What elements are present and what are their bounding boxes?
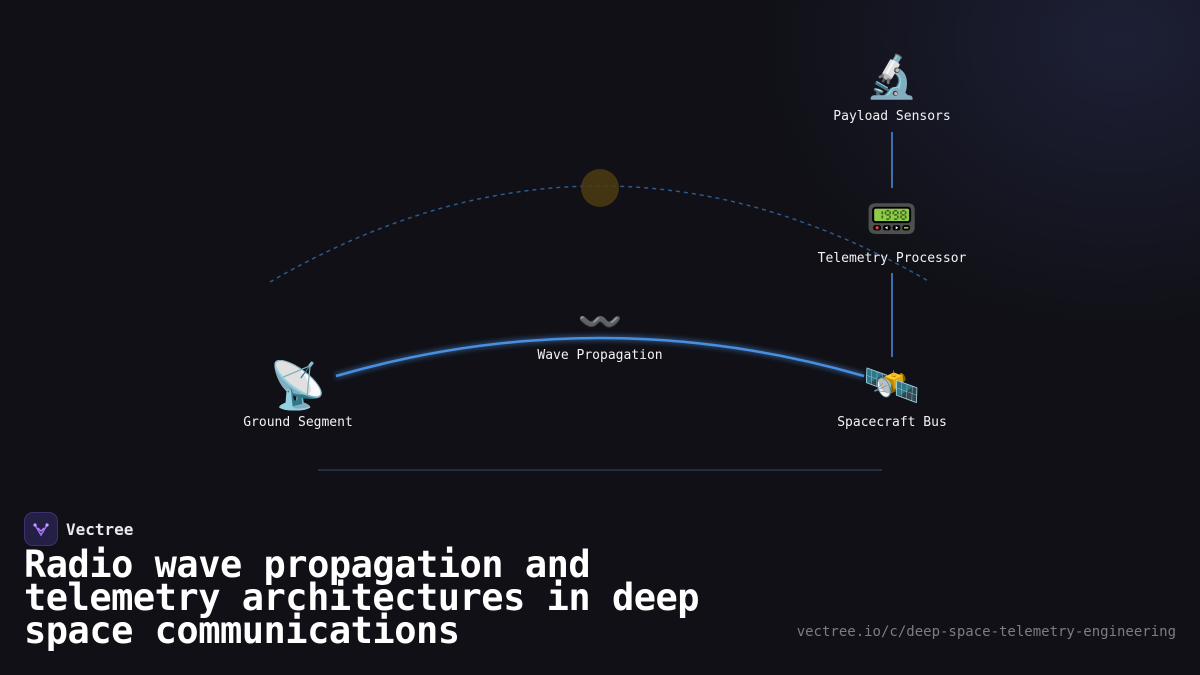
node-label: Telemetry Processor bbox=[817, 251, 967, 266]
wavy-dash-icon: 〰️ bbox=[577, 302, 623, 343]
node-wave-propagation: 〰️ Wave Propagation bbox=[537, 302, 663, 364]
node-payload-sensors: 🔬 Payload Sensors bbox=[833, 52, 951, 125]
page-url[interactable]: vectree.io/c/deep-space-telemetry-engine… bbox=[796, 624, 1176, 640]
planet-marker bbox=[581, 169, 619, 207]
node-ground-segment: 📡 Ground Segment bbox=[243, 362, 353, 430]
propagation-link bbox=[335, 336, 865, 378]
node-label: Payload Sensors bbox=[833, 109, 951, 124]
brand[interactable]: Vectree bbox=[24, 512, 133, 546]
pager-icon: 📟 bbox=[865, 194, 919, 243]
node-spacecraft-bus: 🛰️ Spacecraft Bus bbox=[837, 362, 947, 430]
satellite-dish-icon: 📡 bbox=[269, 358, 327, 412]
brand-name: Vectree bbox=[66, 519, 134, 539]
microscope-icon: 🔬 bbox=[865, 52, 919, 101]
node-label: Spacecraft Bus bbox=[837, 415, 947, 430]
node-telemetry-processor: 📟 Telemetry Processor bbox=[817, 194, 967, 267]
page-title: Radio wave propagation and telemetry arc… bbox=[24, 543, 700, 652]
vectree-logo-icon bbox=[24, 512, 58, 546]
node-label: Ground Segment bbox=[243, 415, 353, 430]
node-label: Wave Propagation bbox=[537, 348, 663, 363]
satellite-icon: 🛰️ bbox=[863, 358, 921, 412]
